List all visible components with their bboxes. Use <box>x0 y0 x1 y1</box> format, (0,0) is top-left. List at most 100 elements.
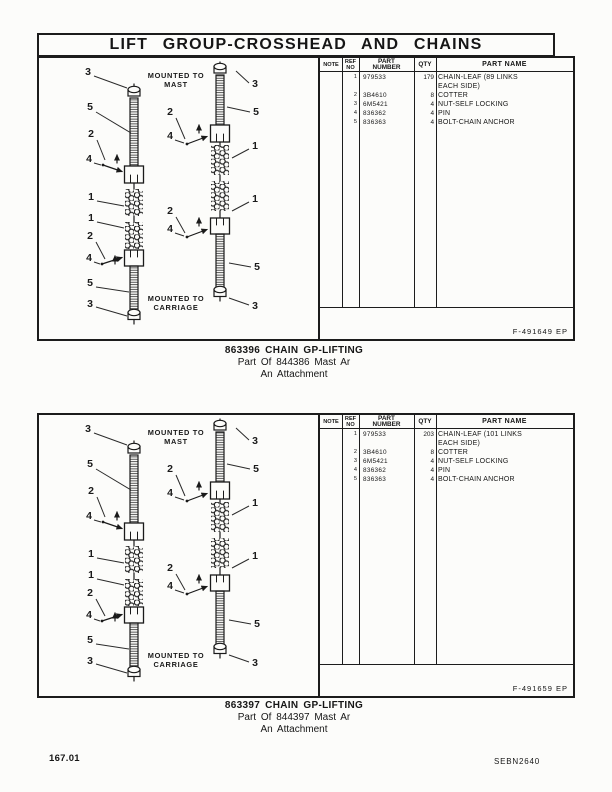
callout-label: 1 <box>252 193 258 205</box>
chain-leaf-section <box>125 546 143 573</box>
anchor-block <box>209 481 231 500</box>
mounted-to-mast-label: MOUNTED TO <box>148 428 205 437</box>
callout-label: 4 <box>86 252 92 264</box>
callout-label: 2 <box>167 205 173 217</box>
anchor-block <box>209 574 231 592</box>
threaded-rod <box>129 454 139 524</box>
nut-icon <box>127 665 141 678</box>
mounted-to-carriage-label: CARRIAGE <box>153 660 198 669</box>
caption-title: 863397 CHAIN GP-LIFTING <box>224 700 364 711</box>
callout-label: 5 <box>87 634 93 646</box>
page-title: LIFT GROUP-CROSSHEAD AND CHAINS <box>109 36 483 53</box>
caption-part-of: Part Of 844386 Mast Ar <box>237 357 351 368</box>
figure-caption-2: 863397 CHAIN GP-LIFTING Part Of 844397 M… <box>37 700 551 735</box>
anchor-block <box>123 606 145 624</box>
panel2-diagram: 3 5 2 4 1 1 2 4 5 3 3 5 2 4 1 1 2 <box>39 415 318 696</box>
col-header-part-name: PART NAME <box>482 417 527 425</box>
callout-label: 4 <box>167 580 173 592</box>
mounted-to-mast-label: MAST <box>164 80 188 89</box>
callout-label: 2 <box>88 485 94 497</box>
threaded-rod <box>215 431 225 483</box>
chain-leaf-section <box>211 538 229 568</box>
right-chain-assembly <box>185 418 231 659</box>
callout-label: 4 <box>167 223 173 235</box>
table-body: 1 979533 179 CHAIN-LEAF (89 LINKS EACH S… <box>320 72 573 127</box>
mounted-to-carriage-label: MOUNTED TO <box>148 294 205 303</box>
column-line <box>436 415 437 664</box>
callout-label: 5 <box>87 458 93 470</box>
mounted-to-mast-label: MOUNTED TO <box>148 71 205 80</box>
pin-icon <box>185 217 208 239</box>
callout-label: 3 <box>87 298 93 310</box>
chain-leaf-section <box>211 181 229 211</box>
pin-icon <box>100 255 123 266</box>
threaded-rod <box>129 97 139 167</box>
callout-label: 3 <box>85 66 91 78</box>
chain-leaf-section <box>125 189 143 216</box>
col-header-note: NOTE <box>323 61 339 68</box>
nut-icon <box>127 308 141 321</box>
callout-label: 5 <box>254 261 260 273</box>
chain-assembly-drawing: 3 5 2 4 1 1 2 4 5 3 3 5 2 4 1 1 2 <box>85 61 260 325</box>
callout-label: 5 <box>87 277 93 289</box>
callout-label: 5 <box>253 463 259 475</box>
caption-part-of: Part Of 844397 Mast Ar <box>237 712 351 723</box>
threaded-rod <box>215 590 225 646</box>
page-title-box: LIFT GROUP-CROSSHEAD AND CHAINS <box>37 33 555 57</box>
callout-label: 3 <box>87 655 93 667</box>
anchor-block <box>209 217 231 235</box>
pin-icon <box>185 481 208 503</box>
pin-icon <box>101 511 123 530</box>
mounted-to-mast-label: MAST <box>164 437 188 446</box>
callout-label: 1 <box>252 140 258 152</box>
left-chain-assembly <box>100 440 145 682</box>
chain-leaf-section <box>211 502 229 532</box>
pin-icon <box>100 612 123 623</box>
pin-icon <box>101 154 123 173</box>
leader-lines <box>93 70 252 317</box>
figure-panel-2: 3 5 2 4 1 1 2 4 5 3 3 5 2 4 1 1 2 <box>37 413 575 698</box>
pin-icon <box>185 574 208 596</box>
figure-caption-1: 863396 CHAIN GP-LIFTING Part Of 844386 M… <box>37 345 551 380</box>
anchor-block <box>209 124 231 143</box>
table-row: 4 836362 4 PIN <box>353 110 451 117</box>
callout-label: 2 <box>87 230 93 242</box>
column-line <box>359 415 360 664</box>
figure-panel-1: 3 5 2 4 1 1 2 4 5 3 3 5 2 4 1 1 2 <box>37 56 575 341</box>
table-row: 1 979533 179 CHAIN-LEAF (89 LINKS EACH S… <box>353 74 518 90</box>
footer-doc-code: SEBN2640 <box>494 757 540 766</box>
threaded-rod <box>215 74 225 126</box>
figure-code: F-491659 EP <box>512 684 568 693</box>
nut-icon <box>213 419 227 431</box>
column-line <box>436 58 437 307</box>
column-line <box>342 415 343 664</box>
callout-label: 2 <box>167 106 173 118</box>
nut-icon <box>127 442 141 454</box>
table-row: 3 6M5421 4 NUT-SELF LOCKING <box>353 458 509 465</box>
col-header-qty: QTY <box>418 417 432 425</box>
column-line <box>414 58 415 307</box>
callout-label: 3 <box>252 657 258 669</box>
table-row: 1 979533 203 CHAIN-LEAF (101 LINKS EACH … <box>353 431 522 447</box>
leader-lines <box>93 427 252 674</box>
chain-assembly-drawing: 3 5 2 4 1 1 2 4 5 3 3 5 2 4 1 1 2 <box>85 418 260 682</box>
callout-label: 4 <box>167 487 173 499</box>
figure-code-area: F-491649 EP <box>320 307 573 339</box>
figure-code-area: F-491659 EP <box>320 664 573 696</box>
mounted-to-carriage-label: CARRIAGE <box>153 303 198 312</box>
caption-attachment: An Attachment <box>260 724 328 735</box>
mounted-to-carriage-label: MOUNTED TO <box>148 651 205 660</box>
nut-icon <box>127 85 141 97</box>
callout-label: 2 <box>88 128 94 140</box>
nut-icon <box>213 285 227 298</box>
chain-leaf-section <box>211 145 229 175</box>
panel1-diagram: 3 5 2 4 1 1 2 4 5 3 3 5 2 4 1 1 2 <box>39 58 318 339</box>
callout-label: 1 <box>88 548 94 560</box>
callout-label: 1 <box>252 497 258 509</box>
callout-label: 4 <box>86 510 92 522</box>
